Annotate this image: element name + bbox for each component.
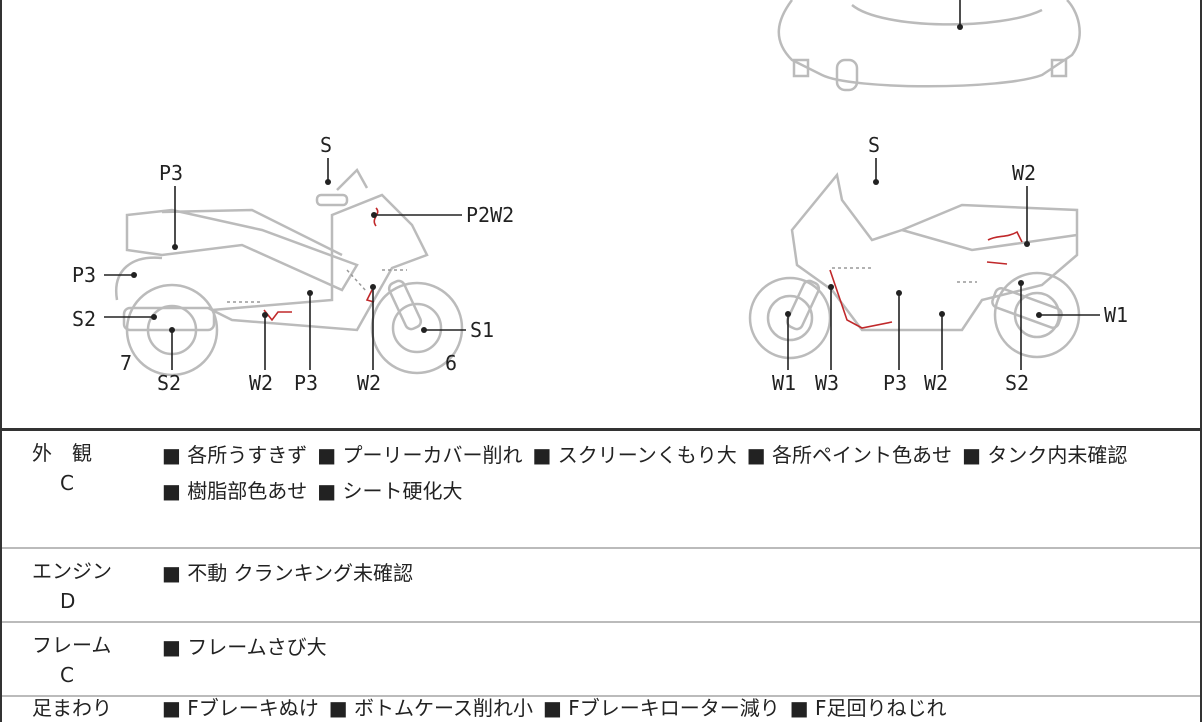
svg-text:S: S [868,133,880,157]
section-items: ■ フレームさび大 [162,629,1180,665]
right-side-scooter [748,172,1081,360]
section-exterior: 外 観 C ■ 各所うすきず ■ プーリーカバー削れ ■ スクリーンくもり大 ■ 各所ペ… [2,431,1200,549]
item: ■ タンク内未確認 [962,443,1128,467]
section-frame: フレーム C ■ フレームさび大 [2,623,1200,697]
svg-text:7: 7 [120,351,132,375]
item: ■ 各所うすきず [162,443,308,467]
section-items: ■ Fブレーキぬけ ■ ボトムケース削れ小 ■ Fブレーキローター減り ■ F足回りね… [162,697,1180,719]
svg-text:W2: W2 [1012,161,1036,185]
svg-text:W2: W2 [924,371,948,395]
left-view-callouts: S P3 P2W2 P3 S2 S1 7 6 S2 W2 P3 W2 [72,133,514,395]
svg-text:P2W2: P2W2 [466,203,514,227]
svg-text:W3: W3 [815,371,839,395]
svg-text:W1: W1 [1104,303,1128,327]
item: ■ スクリーンくもり大 [532,443,737,467]
section-grade: C [60,663,74,687]
section-grade: C [60,471,74,495]
item: ■ 樹脂部色あせ [162,479,308,503]
svg-text:6: 6 [445,351,457,375]
section-name: エンジン [32,559,112,583]
svg-text:S2: S2 [1005,371,1029,395]
svg-text:S1: S1 [470,318,494,342]
svg-text:P3: P3 [72,263,96,287]
svg-text:W2: W2 [357,371,381,395]
item: ■ プーリーカバー削れ [317,443,523,467]
top-view-scooter [777,0,1081,92]
section-engine: エンジン D ■ 不動 クランキング未確認 [2,549,1200,623]
item: ■ ボトムケース削れ小 [328,696,534,720]
svg-text:P3: P3 [159,161,183,185]
section-name: 外 観 [32,441,92,465]
vehicle-damage-diagram: S P3 P2W2 P3 S2 S1 7 6 S2 W2 P3 W2 S [72,0,1128,395]
svg-text:P3: P3 [883,371,907,395]
section-name: フレーム [32,633,112,657]
svg-text:S2: S2 [157,371,181,395]
svg-text:W2: W2 [249,371,273,395]
item: ■ 各所ペイント色あせ [746,443,953,467]
section-items: ■ 各所うすきず ■ プーリーカバー削れ ■ スクリーンくもり大 ■ 各所ペイント色あ… [162,437,1180,509]
item: ■ Fブレーキぬけ [162,696,319,720]
item: ■ 不動 クランキング未確認 [162,561,414,585]
section-items: ■ 不動 クランキング未確認 [162,555,1180,591]
svg-text:P3: P3 [294,371,318,395]
right-view-callouts: S W2 W1 W1 W3 P3 W2 S2 [772,133,1128,395]
condition-table: 外 観 C ■ 各所うすきず ■ プーリーカバー削れ ■ スクリーンくもり大 ■ 各所ペ… [2,428,1200,721]
svg-text:S: S [320,133,332,157]
item: ■ フレームさび大 [162,635,327,659]
svg-text:S2: S2 [72,307,96,331]
item: ■ F足回りねじれ [789,696,947,720]
left-side-scooter [114,167,464,377]
item: ■ Fブレーキローター減り [543,696,780,720]
section-grade: D [60,589,76,613]
section-name: 足まわり [32,696,112,720]
item: ■ シート硬化大 [317,479,463,503]
svg-text:W1: W1 [772,371,796,395]
section-suspension: 足まわり ■ Fブレーキぬけ■ ボトムケース削れ小■ Fブレーキローター減り■ … [2,697,1200,721]
